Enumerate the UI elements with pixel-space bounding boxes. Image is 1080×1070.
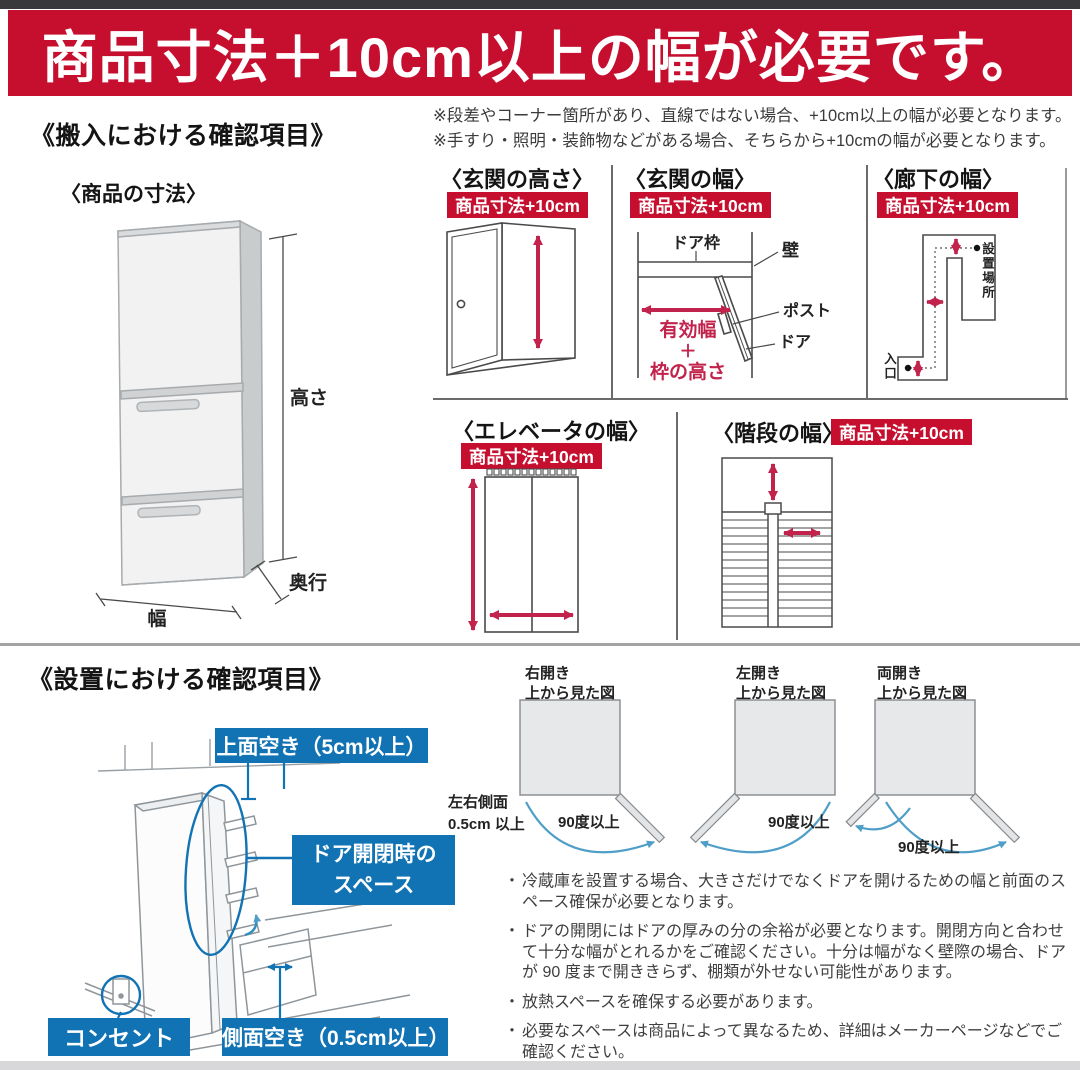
door-space-label: ドア開閉時の スペース <box>292 835 455 905</box>
width-label: 幅 <box>147 607 166 630</box>
bullet-marker: ・ <box>504 873 521 890</box>
door-label: ドア <box>779 334 811 351</box>
top-edge-strip <box>0 0 1080 9</box>
elevator-diagram <box>468 468 579 633</box>
blue-annotations <box>100 762 293 1019</box>
leader-lines <box>695 251 780 350</box>
entrance-width-badge: 商品寸法+10cm <box>630 192 771 218</box>
fridge-body <box>117 219 264 586</box>
door-space-line1: ドア開閉時の <box>310 843 437 866</box>
bottom-edge-strip <box>0 1061 1080 1070</box>
hall-entrance-label: 入口 <box>882 352 896 381</box>
door-drawing <box>446 222 576 377</box>
entry-dot <box>904 364 912 372</box>
height-label: 高さ <box>290 386 328 409</box>
side-note-line1: 左右側面 <box>448 794 509 811</box>
bullet-text-4: 必要なスペースは商品によって異なるため、詳細はメーカーページなどでご確認ください… <box>522 1023 1063 1061</box>
list-item: ・ 必要なスペースは商品によって異なるため、詳細はメーカーページなどでご確認くだ… <box>504 1022 1072 1063</box>
depth-label: 奥行 <box>289 571 327 594</box>
bullet-marker: ・ <box>504 923 521 940</box>
side-note-line2: 0.5cm 以上 <box>448 816 525 833</box>
note-line-1: ※段差やコーナー箇所があり、直線ではない場合、+10cm以上の幅が必要となります… <box>433 107 1072 125</box>
divider-v1 <box>611 165 613 398</box>
install-notes-list: ・ 冷蔵庫を設置する場合、大きさだけでなくドアを開けるための幅と前面のスペース確… <box>504 872 1072 1070</box>
divider-v3 <box>1065 168 1067 398</box>
entrance-width-diagram: 壁 ドア枠 ポスト ドア 有効幅 ＋ 枠の高さ <box>637 232 831 383</box>
view-left-subtitle: 上から見た図 <box>736 685 827 702</box>
install-heading: 《設置における確認項目》 <box>28 666 335 694</box>
topview-left-open: 90度以上 <box>689 699 836 854</box>
carry-in-heading: 《搬入における確認項目》 <box>30 122 337 150</box>
list-item: ・ 放熱スペースを確保する必要があります。 <box>504 993 1072 1014</box>
product-fridge-drawing: 高さ 奥行 幅 <box>95 219 328 630</box>
outlet-label: コンセント <box>48 1018 190 1056</box>
stairs-diagram <box>721 457 833 628</box>
topview-right-open: 90度以上 <box>519 699 666 854</box>
entrance-height-title: 〈玄関の高さ〉 <box>440 167 595 192</box>
fridge-line-art <box>84 791 411 1051</box>
angle-label-3: 90度以上 <box>898 838 960 856</box>
install-fridge-drawing <box>84 739 411 1051</box>
post-label: ポスト <box>783 301 831 320</box>
bullet-marker: ・ <box>504 1023 521 1040</box>
door-swing-arrow <box>244 914 262 937</box>
doorframe-label: ドア枠 <box>672 233 720 252</box>
measure-line2: ＋ <box>680 342 697 361</box>
elevator-badge: 商品寸法+10cm <box>461 443 602 469</box>
bullet-text-1: 冷蔵庫を設置する場合、大きさだけでなくドアを開けるための幅と前面のスペース確保が… <box>522 873 1067 911</box>
view-both-subtitle: 上から見た図 <box>877 685 968 702</box>
bullet-marker: ・ <box>504 993 521 1011</box>
divider-main <box>0 643 1080 646</box>
entrance-height-badge: 商品寸法+10cm <box>447 192 588 218</box>
door-open-topviews: 90度以上 90度以上 90度以上 <box>519 699 1021 856</box>
stairs-badge: 商品寸法+10cm <box>831 419 972 445</box>
wall-label: 壁 <box>782 240 799 260</box>
side-note: 左右側面 0.5cm 以上 <box>448 792 525 836</box>
headline-banner: 商品寸法＋10cm以上の幅が必要です。 <box>8 10 1072 96</box>
angle-label-2: 90度以上 <box>768 813 830 831</box>
divider-v4 <box>676 412 678 640</box>
topview-both-open: 90度以上 <box>845 699 1021 856</box>
measure-line1: 有効幅 <box>659 318 716 341</box>
stairs-title: 〈階段の幅〉 <box>712 421 845 446</box>
door-space-line2: スペース <box>332 874 415 897</box>
doorframe-drawing <box>637 232 754 378</box>
dimension-lines <box>95 233 298 620</box>
bullet-text-3: 放熱スペースを確保する必要があります。 <box>522 993 823 1011</box>
stairs-drawing <box>721 457 833 628</box>
headline-text: 商品寸法＋10cm以上の幅が必要です。 <box>41 25 1039 89</box>
divider-h1 <box>433 398 1068 400</box>
ceiling-lines <box>97 739 341 772</box>
view-right-subtitle: 上から見た図 <box>525 685 616 702</box>
entrance-height-diagram <box>446 222 576 377</box>
place-label: 設置場所 <box>980 242 994 300</box>
view-left-title: 左開き <box>736 665 782 682</box>
corridor-outline <box>897 234 996 381</box>
divider-v2 <box>866 165 868 398</box>
view-right-label: 右開き 上から見た図 <box>525 664 615 704</box>
hallway-diagram <box>897 234 996 381</box>
hallway-badge: 商品寸法+10cm <box>877 192 1018 218</box>
hallway-title: 〈廊下の幅〉 <box>872 167 1005 192</box>
view-both-label: 両開き 上から見た図 <box>877 664 967 704</box>
elevator-doors <box>484 468 579 633</box>
elevator-title: 〈エレベータの幅〉 <box>452 419 651 444</box>
angle-label-1: 90度以上 <box>558 813 620 831</box>
measure-line3: 枠の高さ <box>650 360 726 383</box>
list-item: ・ 冷蔵庫を設置する場合、大きさだけでなくドアを開けるための幅と前面のスペース確… <box>504 872 1072 913</box>
destination-dot <box>973 244 981 252</box>
top-clearance-label: 上面空き（5cm以上） <box>215 728 428 763</box>
side-clearance-label: 側面空き（0.5cm以上） <box>222 1018 450 1056</box>
view-right-title: 右開き <box>525 665 571 682</box>
entrance-width-title: 〈玄関の幅〉 <box>624 167 757 192</box>
product-dims-title: 〈商品の寸法〉 <box>60 183 207 206</box>
caution-notes: ※段差やコーナー箇所があり、直線ではない場合、+10cm以上の幅が必要となります… <box>433 104 1078 154</box>
bullet-text-2: ドアの開閉にはドアの厚みの分の余裕が必要となります。開閉方向と合わせて十分な幅が… <box>522 923 1067 981</box>
door-space-ellipse <box>184 783 248 957</box>
view-both-title: 両開き <box>877 665 923 682</box>
note-line-2: ※手すり・照明・装飾物などがある場合、そちらから+10cmの幅が必要となります。 <box>433 132 1056 150</box>
view-left-label: 左開き 上から見た図 <box>736 664 826 704</box>
list-item: ・ ドアの開閉にはドアの厚みの分の余裕が必要となります。開閉方向と合わせて十分な… <box>504 922 1072 984</box>
